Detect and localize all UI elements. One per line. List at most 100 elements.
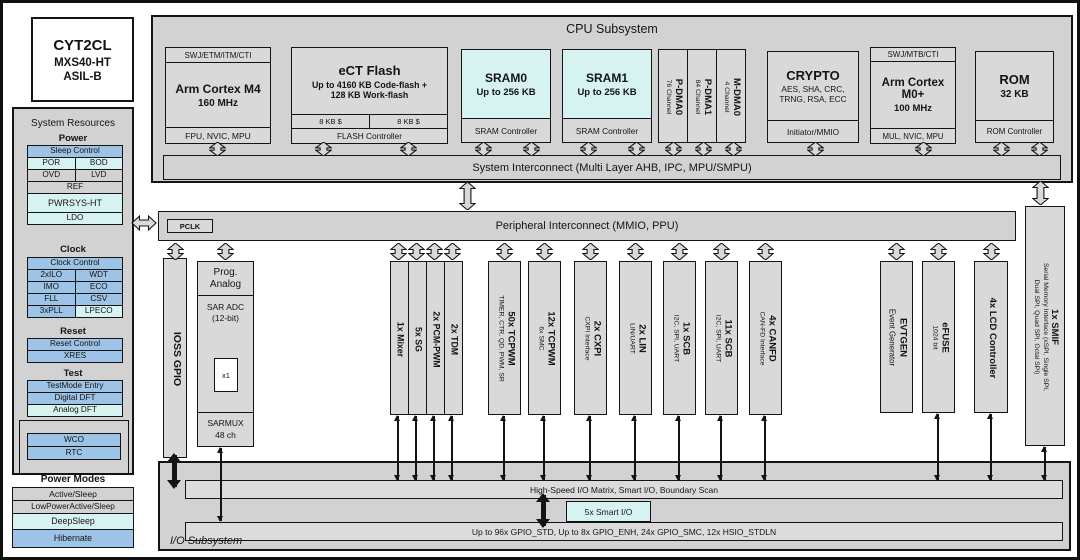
chip-label-box: CYT2CL MXS40-HT ASIL-B [31,17,134,102]
sg-block: 5x SG [408,261,427,415]
bus-double-arrow-icon [670,243,688,260]
bus-double-arrow-icon [712,243,730,260]
power-mode-row: LowPowerActive/Sleep [12,500,134,514]
gain-x1-box: x1 [214,358,238,392]
oscillator-box: WCO RTC [19,420,129,474]
tdm-block: 2x TDM [444,261,463,415]
power-modes-box: Active/Sleep LowPowerActive/Sleep DeepSl… [12,487,134,548]
sram1-block: SRAM1 Up to 256 KB SRAM Controller [562,49,652,143]
bus-double-arrow-icon [535,243,553,260]
reset-header: Reset [60,326,86,337]
sram0-controller-strip: SRAM Controller [474,125,538,136]
flash-block: eCT Flash Up to 4160 KB Code-flash + 128… [291,47,448,144]
bus-double-arrow-icon [929,243,947,260]
io-subsystem-label: I/O Subsystem [170,535,243,547]
bus-double-arrow-icon [581,243,599,260]
m4-features-strip: FPU, NVIC, MPU [166,127,270,143]
bus-double-arrow-icon [626,243,644,260]
sram0-size: Up to 256 KB [476,86,536,98]
rom-block: ROM 32 KB ROM Controller [975,51,1054,143]
flash-name: eCT Flash [338,62,401,78]
bus-double-arrow-h-icon [131,215,157,231]
mixer-block: 1x Mixer [390,261,409,415]
sram0-block: SRAM0 Up to 256 KB SRAM Controller [461,49,551,143]
bus-double-arrow-icon [425,243,443,260]
pdma1-block: P-DMA1 84 Channel [687,49,717,143]
m4-freq: 160 MHz [197,97,238,109]
lcd-block: 4x LCD Controller [974,261,1008,413]
clock-header: Clock [60,244,86,255]
io-subsystem-container: High-Speed I/O Matrix, Smart I/O, Bounda… [158,461,1071,551]
sram1-name: SRAM1 [585,70,628,85]
evtgen-block: EVTGEN Event Generator [880,261,913,413]
bus-double-arrow-icon [216,243,234,260]
system-interconnect-bus: System Interconnect (Multi Layer AHB, IP… [163,155,1061,180]
sarmux-label: SARMUX [207,418,244,429]
ioss-gpio-block: IOSS GPIO [163,258,187,458]
smif-block: 1x SMIF Serial Memory Interface (xSPI, S… [1025,206,1065,446]
sram1-controller-strip: SRAM Controller [575,125,639,136]
peripheral-interconnect-bus: Peripheral Interconnect (MMIO, PPU) PCLK [158,211,1016,241]
bus-double-arrow-icon [887,243,905,260]
power-modes-header: Power Modes [40,474,106,485]
rom-controller-strip: ROM Controller [986,127,1043,136]
chip-name: CYT2CL [53,36,112,54]
system-resources-title: System Resources [31,118,115,129]
flash-size-2: 128 KB Work-flash [330,89,409,100]
sram1-size: Up to 256 KB [577,86,637,98]
bus-double-arrow-icon [495,243,513,260]
cortex-m0p-block: SWJ/MTB/CTI Arm Cortex M0+ 100 MHz MUL, … [870,47,956,144]
chip-platform: MXS40-HT [54,56,111,69]
sarmux-channels: 48 ch [215,429,236,440]
rom-size: 32 KB [1000,89,1029,100]
crypto-algos-1: AES, SHA, CRC, [781,84,845,94]
resource-row: PWRSYS-HT [27,193,123,213]
analog-header-1: Prog. [213,266,238,278]
smart-io-box: 5x Smart I/O [566,501,651,522]
resource-row: XRES [27,350,123,363]
prog-analog-block: Prog. Analog SAR ADC (12-bit) x1 SARMUX … [197,261,254,447]
cpu-subsystem-title: CPU Subsystem [566,22,658,36]
gpio-count-bar: Up to 96x GPIO_STD, Up to 8x GPIO_ENH, 2… [185,522,1063,541]
pdma0-block: P-DMA0 76 Channel [658,49,688,143]
resource-row: Analog DFT [27,404,123,417]
power-header: Power [58,133,88,144]
tcpwm50-block: 50x TCPWM TIMER, CTR, QD, PWM, SR [488,261,521,415]
scb11-block: 11x SCB I2C, SPI, UART [705,261,738,415]
m0p-name2: M0+ [901,88,925,101]
m4-debug-strip: SWJ/ETM/ITM/CTI [166,48,270,63]
flash-controller-strip: FLASH Controller [292,128,447,143]
flash-size-1: Up to 4160 KB Code-flash + [311,79,428,90]
resource-row: LDO [27,212,123,225]
power-mode-row: DeepSleep [12,513,134,530]
efuse-block: eFUSE 1024 bit [922,261,955,413]
sar-adc-label: SAR ADC [206,302,245,312]
system-resources-panel: System Resources Power Sleep Control POR… [12,107,134,475]
analog-header-2: Analog [209,278,242,290]
rom-name: ROM [999,72,1030,87]
scb1-block: 1x SCB I2C, SPI, UART [663,261,696,415]
resource-row: RTC [27,446,121,460]
bus-double-arrow-icon [982,243,1000,260]
canfd-block: 4x CANFD CAN-FD Interface [749,261,782,415]
m4-name: Arm Cortex M4 [175,81,261,96]
bus-double-arrow-icon [389,243,407,260]
flash-cache-0: 8 KB $ [319,117,342,126]
pcm-pwm-block: 2x PCM-PWM [426,261,445,415]
bus-double-arrow-icon [756,243,774,260]
m0p-debug-strip: SWJ/MTB/CTI [871,48,955,62]
sram0-name: SRAM0 [484,70,527,85]
hsio-matrix-bar: High-Speed I/O Matrix, Smart I/O, Bounda… [185,480,1063,499]
tcpwm12-block: 12x TCPWM 6x SMC [528,261,561,415]
chip-asil: ASIL-B [63,70,102,83]
bus-double-arrow-icon [407,243,425,260]
resource-row: WCO [27,433,121,447]
crypto-name: CRYPTO [786,68,840,83]
power-mode-row: Hibernate [12,529,134,548]
m0p-features-strip: MUL, NVIC, MPU [871,128,955,143]
test-header: Test [63,368,83,379]
mdma0-block: M-DMA0 4 Channel [716,49,746,143]
bus-double-arrow-icon [458,182,476,210]
